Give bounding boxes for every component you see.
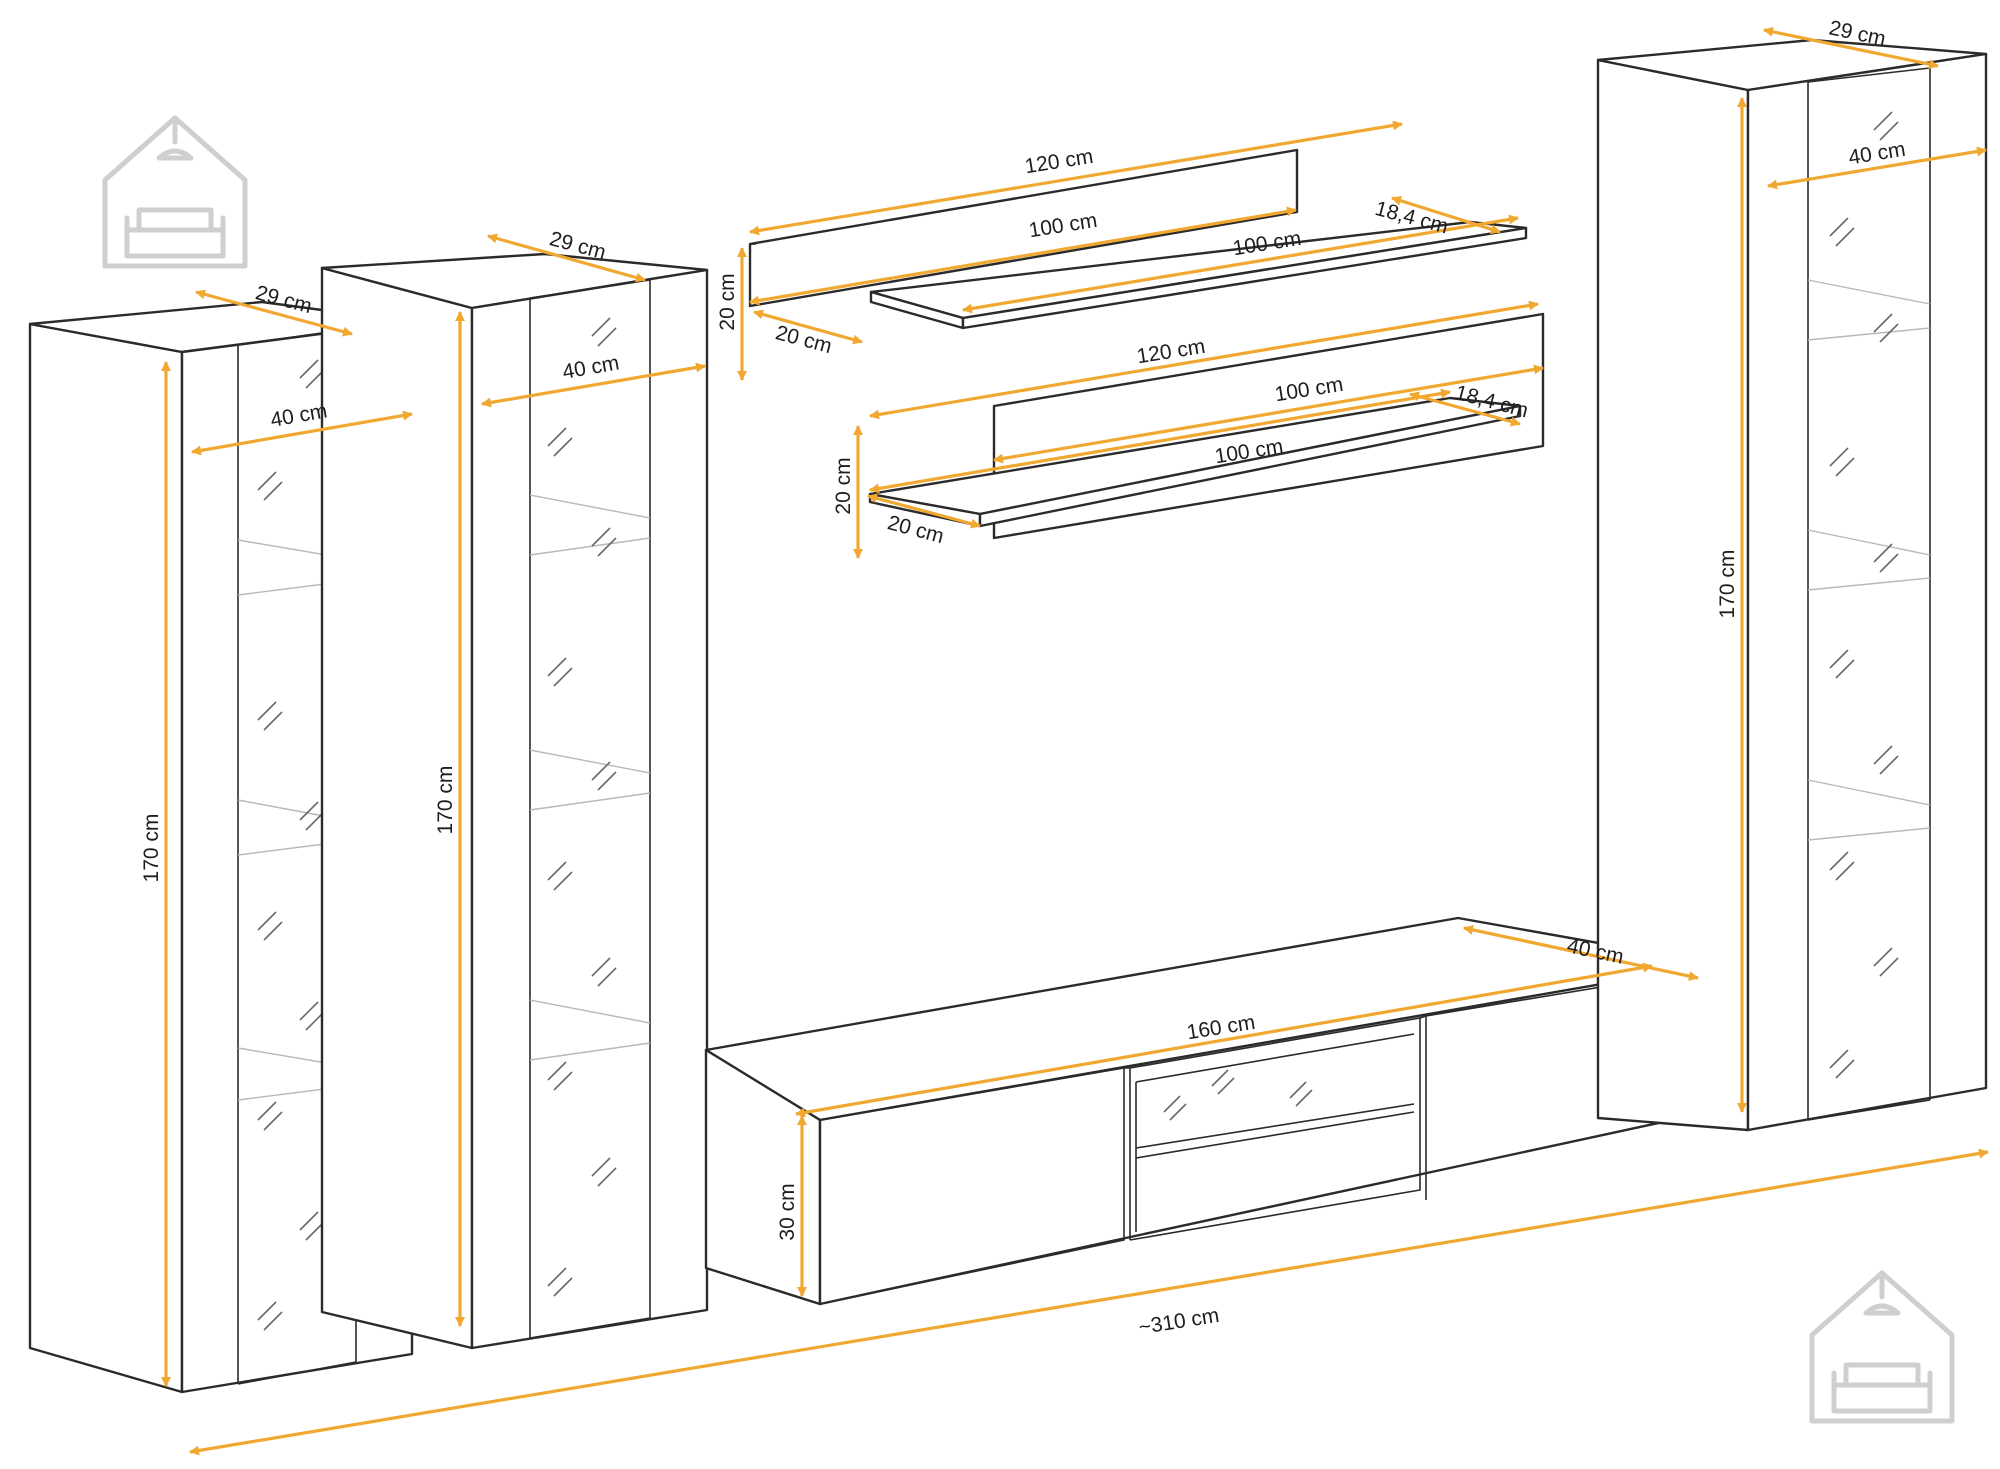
tv-height-label: 30 cm bbox=[776, 1183, 799, 1240]
upper-shelf-height-label: 20 cm bbox=[716, 273, 739, 330]
cab1-height-label: 170 cm bbox=[140, 814, 163, 883]
upper-shelf-back-width-label: 120 cm bbox=[1023, 145, 1095, 178]
lower-shelf-back-width-label: 120 cm bbox=[1135, 335, 1207, 368]
cab3-height-label: 170 cm bbox=[1716, 550, 1739, 619]
tv-stand bbox=[704, 916, 1730, 1306]
total-width-label: ~310 cm bbox=[1137, 1304, 1221, 1339]
cabinet-right bbox=[1596, 38, 1988, 1132]
wall-shelf-upper bbox=[748, 148, 1528, 330]
dimension-lines bbox=[161, 26, 1989, 1456]
house-sofa-logo-icon bbox=[1809, 1270, 1955, 1424]
cabinet-second bbox=[320, 252, 709, 1350]
lower-shelf-height-label: 20 cm bbox=[832, 457, 855, 514]
cab2-height-label: 170 cm bbox=[434, 766, 457, 835]
house-sofa-logo-icon bbox=[102, 115, 248, 269]
